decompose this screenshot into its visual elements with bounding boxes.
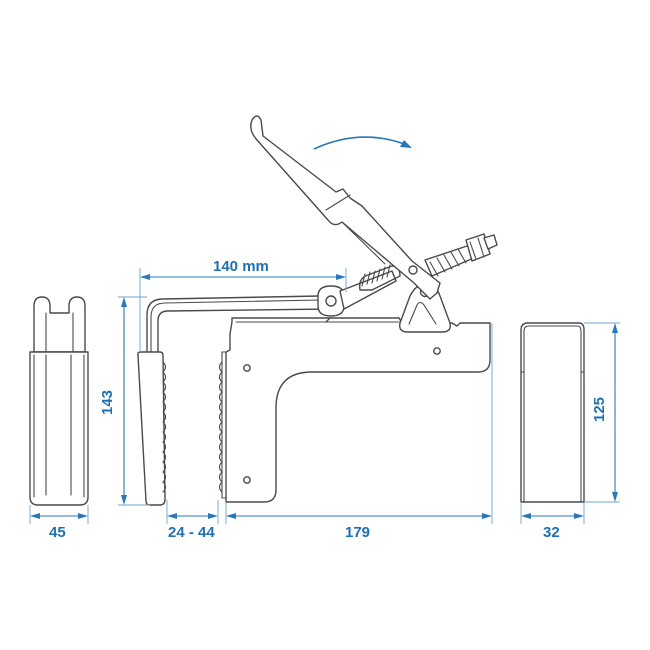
clamp-side-view (137, 115, 498, 506)
dimension-label-32: 32 (543, 524, 560, 541)
dimension-label-24-44: 24 - 44 (168, 524, 215, 541)
dimension-label-140mm: 140 mm (213, 258, 269, 275)
dimension-label-143: 143 (99, 389, 117, 416)
insert-end-view (520, 322, 585, 503)
moving-jaw-teeth (162, 361, 167, 493)
dimension-label-45: 45 (49, 524, 66, 541)
dimension-lines (29, 268, 620, 524)
dimension-label-179: 179 (345, 524, 371, 541)
small-spring (358, 264, 401, 291)
large-spring (424, 233, 498, 277)
fixed-jaw-teeth (218, 361, 223, 493)
jaw-end-view (29, 296, 89, 506)
dimension-label-125: 125 (591, 396, 609, 423)
lever-rotation-arrow (313, 136, 405, 150)
